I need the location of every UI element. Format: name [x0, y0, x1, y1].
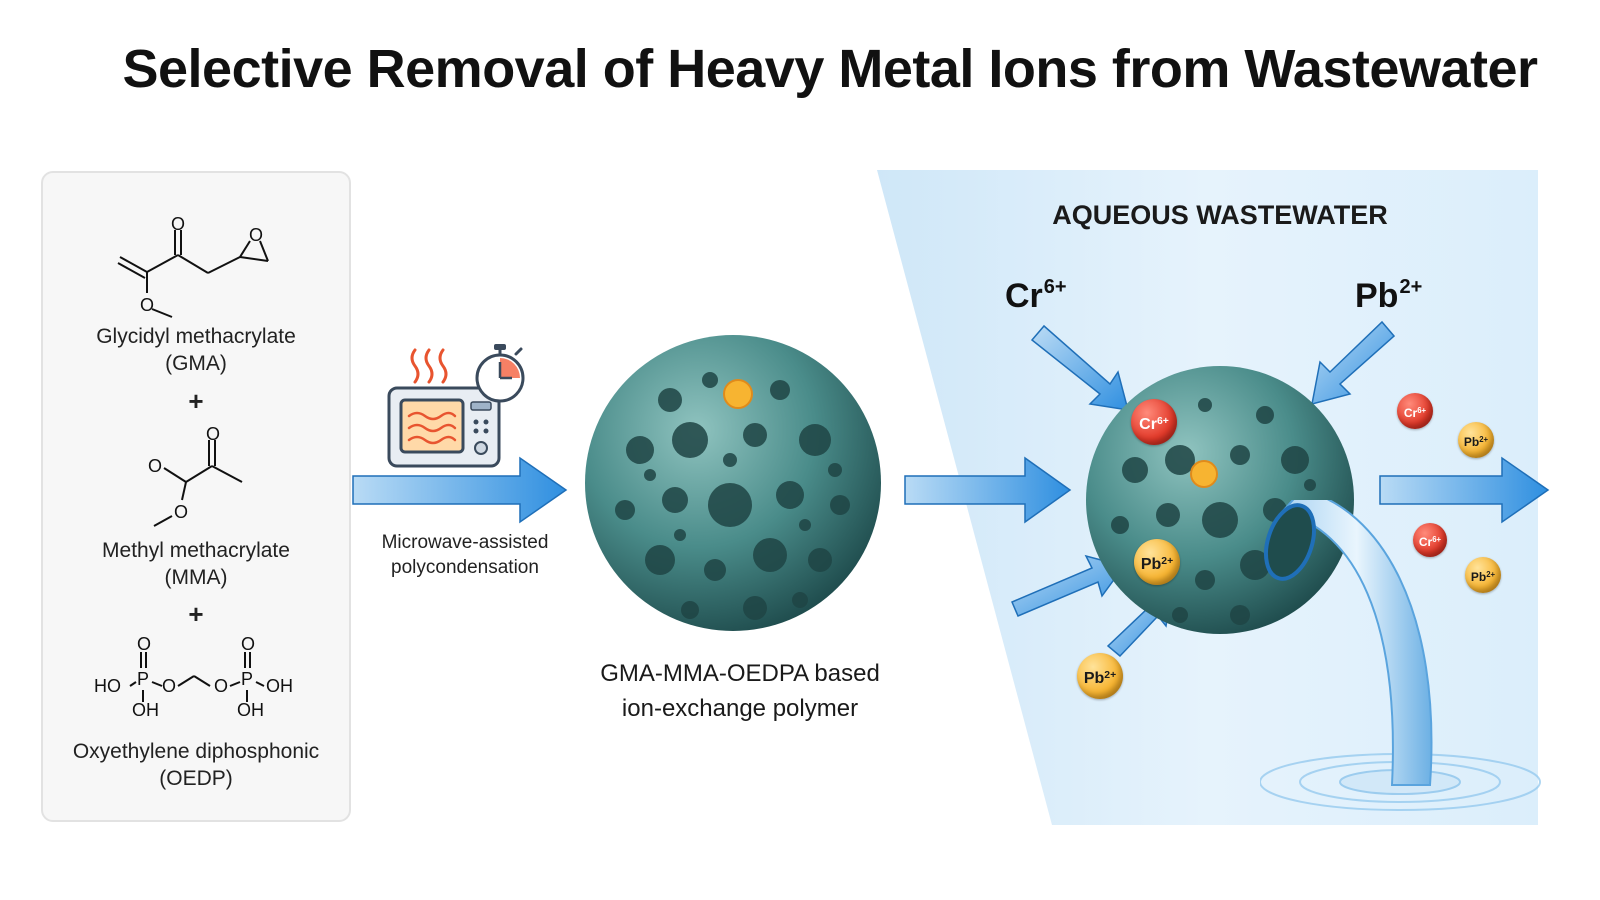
pb-ion-particle: Pb2+: [1134, 539, 1180, 585]
cr-ion-particle: Cr6+: [1397, 393, 1433, 429]
oedp-hydroxyl-label-1: HO: [94, 676, 121, 696]
polymer-label-line1: GMA-MMA-OEDPA based: [600, 660, 880, 687]
cr-ion-heading: Cr6+: [1005, 276, 1067, 316]
cr-ion-heading-symbol: Cr: [1005, 277, 1043, 315]
cr-ion-particle: Cr6+: [1413, 523, 1447, 557]
pb-ion-heading-symbol: Pb: [1355, 277, 1399, 315]
pb-ion-particle: Pb2+: [1458, 422, 1494, 458]
mma-name: Methyl methacrylate: [102, 539, 290, 562]
process-label: Microwave-assisted polycondensation: [360, 530, 570, 580]
output-arrow: [1379, 456, 1550, 524]
oedp-phosphorus-label-2: P: [241, 669, 253, 689]
reagents-panel: [41, 171, 351, 822]
oedp-name: Oxyethylene diphosphonic: [72, 740, 320, 763]
oedp-oxygen-label-2: O: [241, 634, 255, 654]
oedp-hydroxyl-label-3: OH: [132, 700, 159, 720]
cr-inflow-arrow: [1030, 324, 1130, 411]
gma-abbr: (GMA): [165, 352, 227, 375]
microwave-icon: [387, 348, 501, 468]
cr-ion-particle: Cr6+: [1131, 399, 1177, 445]
plus-sign-1: +: [188, 386, 204, 416]
oedp-abbr: (OEDP): [159, 767, 233, 790]
mma-ester-oxygen-label: O: [174, 502, 188, 522]
polymer-label: GMA-MMA-OEDPA based ion-exchange polymer: [570, 656, 910, 726]
gma-oxygen-label: O: [171, 214, 185, 234]
oedp-hydroxyl-label-2: OH: [266, 676, 293, 696]
oedp-phosphorus-label-1: P: [137, 669, 149, 689]
diagram-title: Selective Removal of Heavy Metal Ions fr…: [122, 39, 1538, 99]
gma-ester-oxygen-label: O: [140, 295, 154, 315]
process-label-line2: polycondensation: [391, 557, 539, 578]
mma-abbr: (MMA): [164, 566, 228, 589]
oedp-label: Oxyethylene diphosphonic (OEDP): [41, 738, 351, 792]
pb-inflow-arrow: [1311, 320, 1396, 406]
mma-label: Methyl methacrylate (MMA): [41, 537, 351, 591]
process-arrow: [352, 456, 568, 524]
pb-ion-heading: Pb2+: [1355, 276, 1422, 316]
oedp-bridge-oxygen-label-1: O: [162, 676, 176, 696]
oedp-structure: O O P P HO O O OH OH OH: [94, 634, 293, 720]
gma-structure: O O O: [117, 214, 269, 318]
timer-icon: [475, 344, 525, 403]
gma-name: Glycidyl methacrylate: [96, 325, 296, 348]
process-label-line1: Microwave-assisted: [381, 532, 549, 553]
pb-ion-heading-charge: 2+: [1399, 276, 1423, 298]
gma-label: Glycidyl methacrylate (GMA): [41, 323, 351, 377]
oedp-oxygen-label-1: O: [137, 634, 151, 654]
polymer-bead: [585, 335, 881, 631]
wastewater-label: AQUEOUS WASTEWATER: [1052, 200, 1388, 230]
oedp-hydroxyl-label-4: OH: [237, 700, 264, 720]
plus-sign-2: +: [188, 599, 204, 629]
cr-ion-heading-charge: 6+: [1043, 276, 1067, 298]
polymer-label-line2: ion-exchange polymer: [621, 695, 859, 722]
pb-ion-particle: Pb2+: [1077, 653, 1123, 699]
mma-oxygen-label-1: O: [148, 456, 162, 476]
pb-ion-particle: Pb2+: [1465, 557, 1501, 593]
water-stream: [1260, 500, 1541, 811]
feed-arrow: [904, 456, 1072, 524]
gma-epoxide-oxygen-label: O: [249, 225, 263, 245]
mma-oxygen-label-2: O: [206, 424, 220, 444]
mma-structure: O O O: [148, 424, 243, 527]
oedp-bridge-oxygen-label-2: O: [214, 676, 228, 696]
